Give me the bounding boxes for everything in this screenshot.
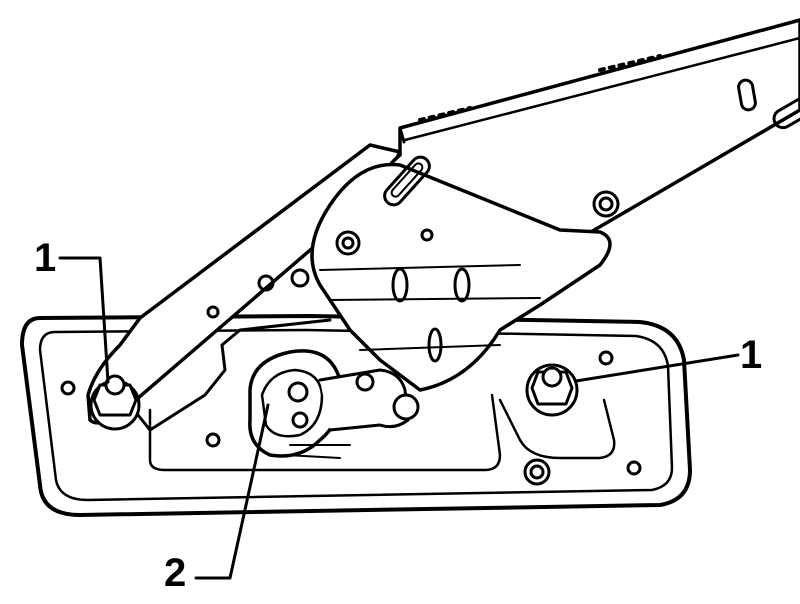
bolt-left (89, 374, 141, 431)
leader-line-2 (194, 403, 270, 580)
callout-1-right-bolt: 1 (740, 333, 763, 377)
callout-1-left-bolt: 1 (34, 236, 57, 280)
ratchet-mechanism (248, 349, 420, 459)
leader-lines (58, 256, 740, 580)
bolt-right (525, 363, 579, 417)
side-bracket (310, 155, 620, 392)
callout-2-ratchet: 2 (164, 551, 187, 595)
leader-line-1-left (58, 256, 110, 384)
leader-line-1-right (574, 353, 740, 383)
